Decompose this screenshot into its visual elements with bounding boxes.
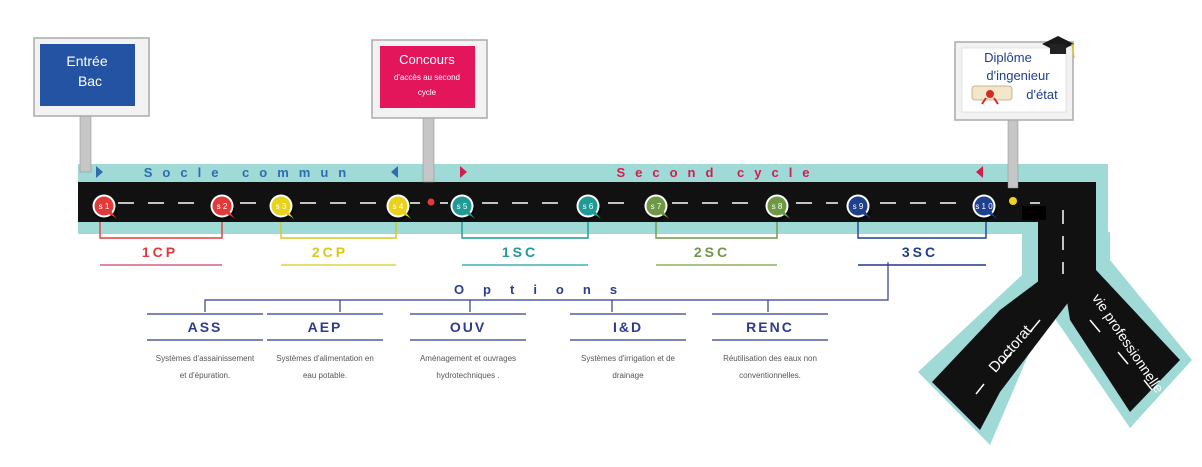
option-code: ASS bbox=[188, 319, 223, 335]
option-desc-line2: conventionnelles. bbox=[739, 371, 801, 380]
entree-line2: Bac bbox=[78, 73, 102, 89]
semester-pin: s 1 bbox=[92, 194, 117, 220]
semester-label: s 8 bbox=[772, 202, 783, 211]
year-label: 2SC bbox=[694, 244, 730, 260]
option-item: AEP Systèmes d'alimentation en eau potable… bbox=[267, 313, 383, 380]
semester-label: s 4 bbox=[393, 202, 404, 211]
year-groups: 1CP 2CP 1SC 2SC 3SC bbox=[99, 222, 987, 266]
option-desc-line2: drainage bbox=[612, 371, 644, 380]
options-label-bg bbox=[438, 282, 648, 298]
socle-end-arrow bbox=[391, 166, 398, 178]
semester-label: s 1 bbox=[99, 202, 110, 211]
semester-label: s 9 bbox=[853, 202, 864, 211]
options-list: ASS Systèmes d'assainissement et d'épurati… bbox=[147, 313, 828, 380]
road-doctorat bbox=[932, 280, 1070, 430]
semester-label: s 5 bbox=[457, 202, 468, 211]
concours-line1: Concours bbox=[399, 52, 455, 67]
semester-pin: s 2 bbox=[210, 194, 235, 220]
option-desc-line1: Systèmes d'irrigation et de bbox=[581, 354, 676, 363]
option-code: I&D bbox=[613, 319, 643, 335]
semester-label: s 3 bbox=[276, 202, 287, 211]
option-item: RENC Réutilisation des eaux non convention… bbox=[712, 313, 828, 380]
semester-pin: s 8 bbox=[765, 194, 790, 220]
year-label: 1CP bbox=[142, 244, 178, 260]
semester-pin: s 4 bbox=[386, 194, 411, 220]
second-end-arrow bbox=[976, 166, 983, 178]
sign-entree-bac: Entrée Bac bbox=[33, 37, 150, 173]
second-cycle-label: Second cycle bbox=[616, 165, 819, 180]
option-item: I&D Systèmes d'irrigation et de drainage bbox=[570, 313, 686, 380]
option-code: OUV bbox=[450, 319, 486, 335]
diplome-line3: d'état bbox=[1026, 87, 1058, 102]
entree-line1: Entrée bbox=[66, 53, 107, 69]
semester-pin: s 3 bbox=[269, 194, 294, 220]
year-group: 1CP bbox=[99, 222, 223, 266]
options-tree bbox=[204, 262, 889, 312]
semester-label: s 2 bbox=[217, 202, 228, 211]
year-group: 2CP bbox=[280, 222, 397, 266]
sign-diplome: Diplôme d'ingenieur d'état bbox=[954, 36, 1075, 189]
options-label: Options bbox=[454, 282, 636, 297]
sign-concours: Concours d'accès au second cycle bbox=[371, 39, 488, 183]
socle-start-arrow bbox=[96, 166, 103, 178]
concours-line2: d'accès au second bbox=[394, 73, 460, 82]
socle-commun-label: Socle commun bbox=[144, 165, 356, 180]
option-item: ASS Systèmes d'assainissement et d'épurati… bbox=[147, 313, 263, 380]
concours-line3: cycle bbox=[418, 88, 437, 97]
semester-label: s 1 0 bbox=[975, 202, 993, 211]
concours-marker bbox=[427, 198, 435, 206]
option-code: RENC bbox=[746, 319, 794, 335]
diploma-scroll-icon bbox=[971, 85, 1013, 105]
option-desc-line1: Systèmes d'alimentation en bbox=[276, 354, 374, 363]
road-dashes bbox=[118, 202, 1153, 395]
year-label: 3SC bbox=[902, 244, 938, 260]
year-group: 3SC bbox=[857, 222, 987, 266]
diplome-line2: d'ingenieur bbox=[986, 68, 1050, 83]
option-code: AEP bbox=[308, 319, 343, 335]
semester-label: s 6 bbox=[583, 202, 594, 211]
year-group: 2SC bbox=[655, 222, 778, 266]
second-start-arrow bbox=[460, 166, 467, 178]
semester-pin: s 7 bbox=[644, 194, 669, 220]
option-desc-line1: Systèmes d'assainissement bbox=[156, 354, 255, 363]
option-desc-line2: eau potable. bbox=[303, 371, 347, 380]
year-group: 1SC bbox=[461, 222, 589, 266]
semester-pins: s 1 s 2 s 3 s 4 s 5 s 6 s 7 s 8 s 9 s 1 0 bbox=[92, 194, 997, 220]
semester-pin: s 1 0 bbox=[972, 194, 997, 220]
semester-pin: s 5 bbox=[450, 194, 475, 220]
option-desc-line2: hydrotechniques . bbox=[436, 371, 499, 380]
option-desc-line1: Aménagement et ouvrages bbox=[420, 354, 516, 363]
diplome-marker bbox=[1009, 197, 1017, 205]
option-desc-line1: Réutilisation des eaux non bbox=[723, 354, 817, 363]
semester-pin: s 9 bbox=[846, 194, 871, 220]
road-junction-block bbox=[1022, 206, 1046, 220]
option-item: OUV Aménagement et ouvrages hydrotechnique… bbox=[410, 313, 526, 380]
year-label: 2CP bbox=[312, 244, 348, 260]
year-label: 1SC bbox=[502, 244, 538, 260]
diplome-line1: Diplôme bbox=[984, 50, 1032, 65]
graduation-cap-icon bbox=[1042, 36, 1075, 59]
semester-pin: s 6 bbox=[576, 194, 601, 220]
road-vie-pro bbox=[1062, 270, 1180, 412]
semester-label: s 7 bbox=[651, 202, 662, 211]
option-desc-line2: et d'épuration. bbox=[180, 371, 230, 380]
